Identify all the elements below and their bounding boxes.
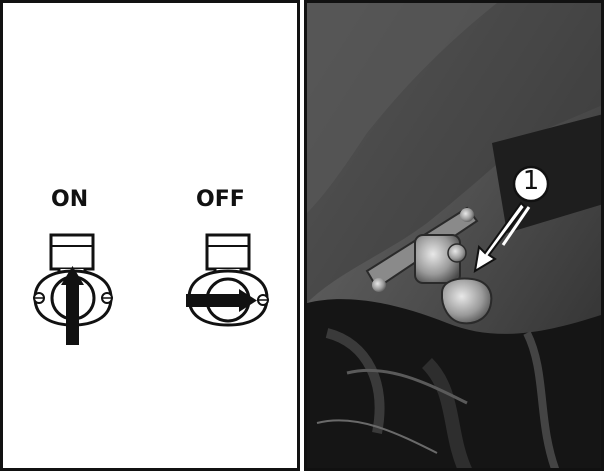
valve-diagram-panel: ON OFF [0, 0, 300, 471]
fuel-valve-off-icon [3, 3, 303, 474]
engine-photo-panel: 1 [304, 0, 604, 471]
engine-photo [307, 3, 604, 471]
callout-number: 1 [516, 166, 546, 196]
